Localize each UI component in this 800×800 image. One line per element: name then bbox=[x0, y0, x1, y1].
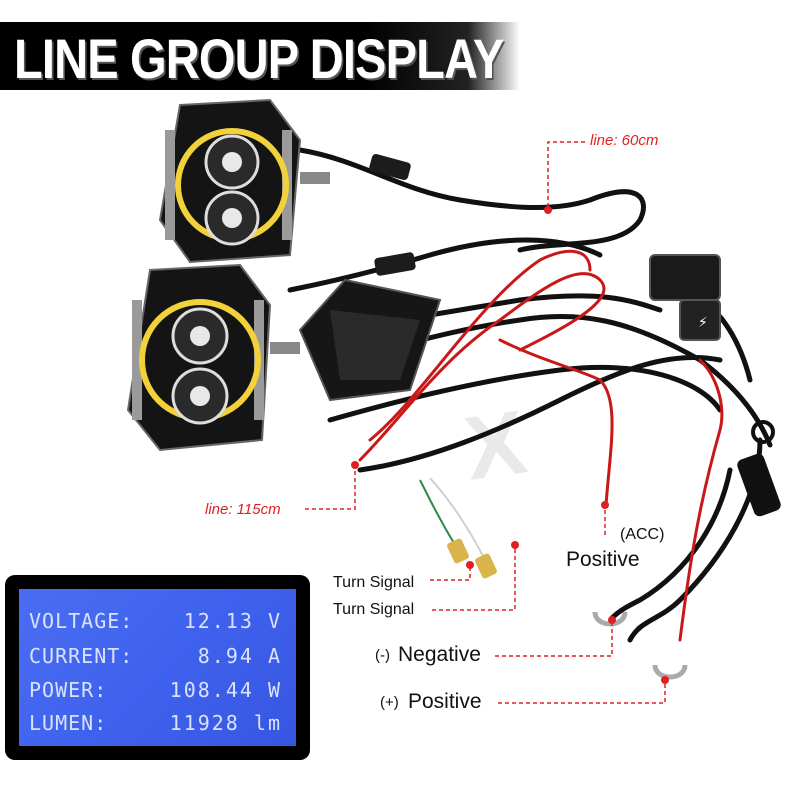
power-value: 108.44 W bbox=[169, 678, 282, 702]
page-title: LINE GROUP DISPLAY bbox=[14, 27, 504, 90]
line-115cm-label: line: 115cm bbox=[205, 501, 281, 518]
lcd-row-lumen: LUMEN: 11928 lm bbox=[19, 711, 296, 747]
lcd-row-power: POWER: 108.44 W bbox=[19, 678, 296, 714]
positive-sign-label: (+) bbox=[380, 694, 399, 711]
annotation-lines bbox=[305, 141, 666, 704]
lcd-screen: VOLTAGE: 12.13 V CURRENT: 8.94 A POWER: … bbox=[19, 589, 296, 746]
turn-signal-label-2: Turn Signal bbox=[333, 601, 415, 618]
line-60cm-label: line: 60cm bbox=[590, 132, 659, 149]
lcd-row-voltage: VOLTAGE: 12.13 V bbox=[19, 609, 296, 645]
current-key: CURRENT: bbox=[29, 644, 134, 668]
negative-label: Negative bbox=[398, 643, 481, 666]
lumen-key: LUMEN: bbox=[29, 711, 108, 735]
title-banner bbox=[0, 22, 520, 90]
fuse-holder bbox=[737, 420, 781, 517]
led-lamp-upper bbox=[158, 98, 330, 264]
current-value: 8.94 A bbox=[197, 644, 282, 668]
lcd-row-current: CURRENT: 8.94 A bbox=[19, 644, 296, 680]
voltage-value: 12.13 V bbox=[183, 609, 282, 633]
annotation-dots bbox=[351, 206, 669, 684]
voltage-key: VOLTAGE: bbox=[29, 609, 134, 633]
led-lamp-lower bbox=[126, 263, 300, 452]
svg-text:⚡: ⚡ bbox=[698, 315, 708, 331]
acc-positive-label: Positive bbox=[566, 548, 640, 571]
turn-signal-label-1: Turn Signal bbox=[333, 574, 415, 591]
acc-label: (ACC) bbox=[620, 526, 665, 543]
lcd-display: VOLTAGE: 12.13 V CURRENT: 8.94 A POWER: … bbox=[5, 575, 310, 760]
power-key: POWER: bbox=[29, 678, 108, 702]
lumen-value: 11928 lm bbox=[169, 711, 282, 735]
rocker-switch: ⚡ bbox=[649, 254, 721, 341]
red-cables bbox=[358, 249, 724, 642]
negative-sign-label: (-) bbox=[375, 647, 390, 664]
controller-box bbox=[298, 278, 442, 402]
positive-label: Positive bbox=[408, 690, 482, 713]
watermark-logo: X bbox=[459, 392, 532, 499]
